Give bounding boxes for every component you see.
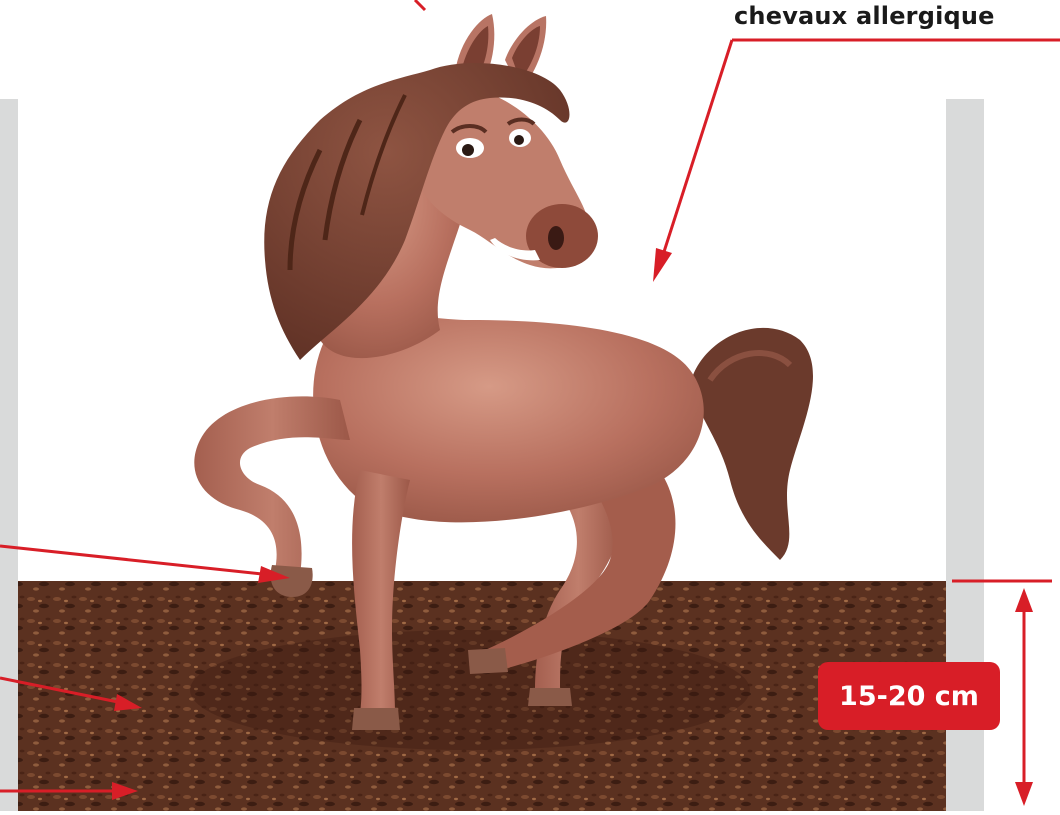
bedding-layer	[18, 581, 946, 811]
horse-illustration	[194, 14, 813, 730]
depth-label: 15-20 cm	[818, 662, 1000, 730]
annotation-arrowhead-air	[653, 248, 672, 282]
annotation-arrow-top	[413, 0, 427, 12]
annotation-arrowhead-hoof	[258, 566, 290, 583]
annotation-arrow-hoof	[0, 544, 263, 576]
caption-text: chevaux allergique	[734, 2, 995, 30]
bedding-hoof-depression	[190, 630, 750, 750]
annotation-arrow-bedding	[0, 676, 119, 704]
annotation-arrow-air	[660, 39, 734, 259]
left-wall	[0, 99, 18, 811]
depth-arrowhead-up	[1015, 588, 1033, 612]
depth-arrowhead-down	[1015, 782, 1033, 806]
annotation-arrowhead-bedding	[114, 694, 142, 711]
annotation-arrowhead-base	[112, 782, 138, 800]
